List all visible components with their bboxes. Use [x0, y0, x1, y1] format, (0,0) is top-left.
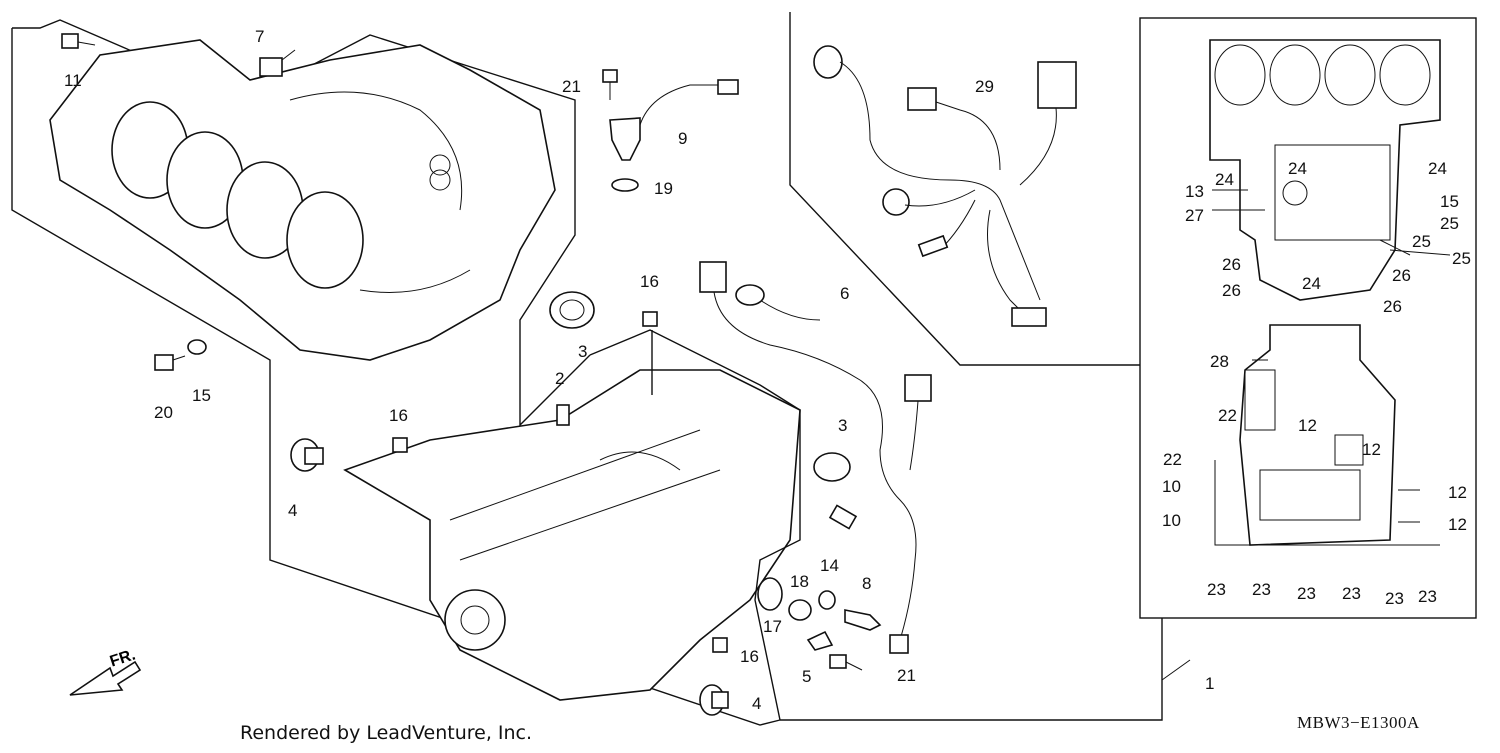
upper-crankcase-part [49, 39, 556, 361]
callout-17: 17 [763, 617, 782, 636]
plug-part-3b [813, 452, 851, 482]
lower-crankcase-part [343, 369, 801, 701]
bolt-part-20 [154, 354, 186, 371]
callout-5: 5 [802, 667, 812, 686]
detail-callout-26-b: 26 [1392, 266, 1411, 285]
callout-16-bottom: 16 [740, 647, 759, 666]
seal-part-18 [788, 599, 812, 621]
plug-part-3a [549, 291, 595, 329]
upper-crankcase-frame [11, 19, 781, 726]
detail-callout-26-a: 26 [1222, 255, 1241, 274]
callout-8: 8 [862, 574, 872, 593]
harness-29-frame [789, 12, 1140, 366]
detail-callout-22-b: 22 [1163, 450, 1182, 469]
washer-part-14 [818, 590, 836, 610]
detail-frame [780, 17, 1477, 721]
diagram-code: MBW3−E1300A [1297, 713, 1420, 732]
detail-callout-24-d: 24 [1302, 274, 1321, 293]
detail-callout-25-c: 25 [1452, 249, 1471, 268]
dowel-part-16c [712, 637, 728, 653]
callout-9: 9 [678, 129, 688, 148]
plug-part-4b [699, 684, 729, 716]
callout-20: 20 [154, 403, 173, 422]
callout-3-right: 3 [838, 416, 848, 435]
callout-7: 7 [255, 27, 265, 46]
detail-callout-27: 27 [1185, 206, 1204, 225]
switch-part-8 [844, 609, 882, 631]
callout-2: 2 [555, 369, 565, 388]
detail-callout-15: 15 [1440, 192, 1459, 211]
callout-6: 6 [840, 284, 850, 303]
callout-4-left: 4 [288, 501, 298, 520]
detail-callout-25-b: 25 [1412, 232, 1431, 251]
detail-callout-25-a: 25 [1440, 214, 1459, 233]
detail-callout-24-c: 24 [1428, 159, 1447, 178]
detail-callout-28: 28 [1210, 352, 1229, 371]
detail-callout-26-d: 26 [1383, 297, 1402, 316]
callout-11: 11 [64, 71, 82, 90]
detail-callout-10-a: 10 [1162, 477, 1181, 496]
callout-19: 19 [654, 179, 673, 198]
detail-callout-10-b: 10 [1162, 511, 1181, 530]
plug-part-4a [290, 438, 324, 472]
detail-callout-23-b: 23 [1252, 580, 1271, 599]
main-harness-part-29 [813, 45, 1077, 327]
callout-14: 14 [820, 556, 839, 575]
lower-block-detail [1239, 324, 1396, 546]
bolt-part-21a [602, 69, 618, 100]
detail-callout-23-c: 23 [1297, 584, 1316, 603]
washer-part-15 [187, 339, 207, 355]
detail-callout-12-b: 12 [1362, 440, 1381, 459]
detail-callout-12-d: 12 [1448, 515, 1467, 534]
bolt-part-11 [61, 33, 96, 49]
callout-3-upper: 3 [578, 342, 588, 361]
sub-harness-part-6 [699, 261, 932, 654]
dowel-part-16a [642, 311, 658, 327]
bolt-part-21b [829, 654, 863, 671]
detail-callout-12-c: 12 [1448, 483, 1467, 502]
switch-part-7 [259, 49, 296, 77]
dowel-part-16b [392, 437, 408, 453]
callout-4-bottom: 4 [752, 694, 762, 713]
callout-15-left: 15 [192, 386, 211, 405]
callout-16-top: 16 [640, 272, 659, 291]
front-direction-arrow [69, 660, 142, 696]
detail-callout-24-b: 24 [1288, 159, 1307, 178]
detail-callout-23-e: 23 [1385, 589, 1404, 608]
seal-part-17 [757, 577, 783, 611]
detail-callout-22-a: 22 [1218, 406, 1237, 425]
detail-callout-23-f: 23 [1418, 587, 1437, 606]
callout-21-lower: 21 [897, 666, 916, 685]
callout-21-upper: 21 [562, 77, 581, 96]
upper-block-detail [1209, 39, 1441, 301]
detail-leader-lines [1161, 189, 1451, 681]
detail-callout-23-a: 23 [1207, 580, 1226, 599]
detail-callout-24-a: 24 [1215, 170, 1234, 189]
callout-1: 1 [1205, 674, 1215, 693]
detail-callout-23-d: 23 [1342, 584, 1361, 603]
detail-callout-13: 13 [1185, 182, 1204, 201]
callout-18: 18 [790, 572, 809, 591]
footer-credit: Rendered by LeadVenture, Inc. [240, 722, 533, 744]
callout-29: 29 [975, 77, 994, 96]
callout-16-left: 16 [389, 406, 408, 425]
clamp-part-5 [806, 630, 834, 651]
detail-callout-12-a: 12 [1298, 416, 1317, 435]
sensor-part-9 [609, 79, 739, 192]
dowel-part-2 [556, 404, 570, 426]
detail-callout-26-c: 26 [1222, 281, 1241, 300]
